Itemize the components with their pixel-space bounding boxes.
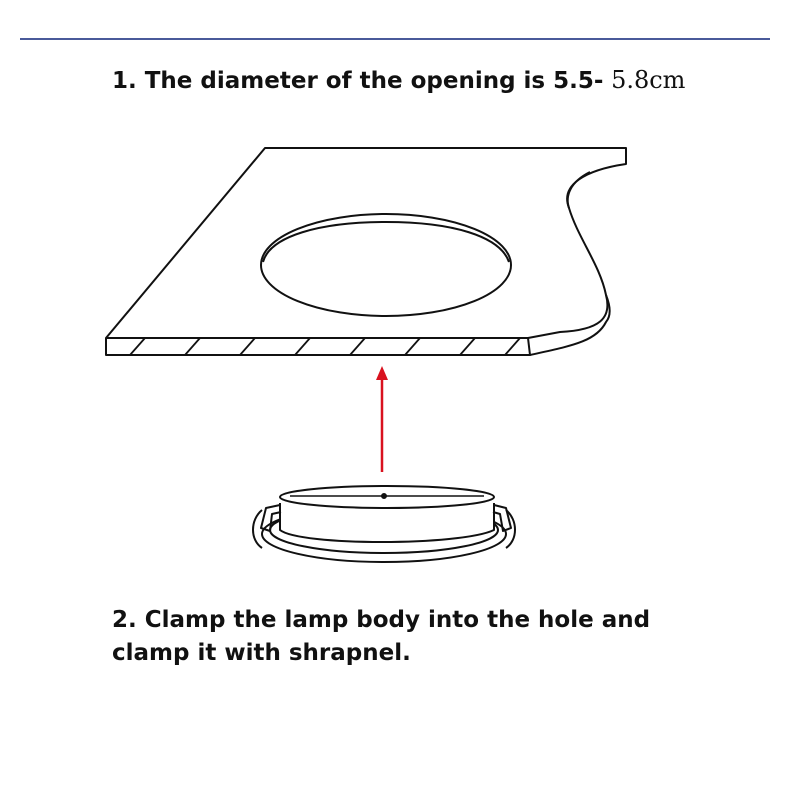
step-2-caption: 2. Clamp the lamp body into the hole and…: [112, 604, 712, 670]
top-divider-line: [20, 38, 770, 40]
step-2-line-2: clamp it with shrapnel.: [112, 640, 411, 666]
lamp-housing-top: [279, 485, 495, 509]
step-2-line-1: 2. Clamp the lamp body into the hole and: [112, 607, 651, 633]
panel-front-edge: [105, 337, 531, 356]
ceiling-panel: [105, 147, 627, 356]
lamp-spring-clip-left: [260, 504, 282, 532]
panel-right-curve-edge: [529, 294, 611, 356]
step-1-text: 1. The diameter of the opening is 5.5-: [112, 68, 604, 94]
panel-edge-hatching: [129, 337, 521, 356]
panel-right-edge: [566, 148, 627, 209]
step-1-measurement: 5.8cm: [603, 66, 686, 94]
panel-opening-hole: [260, 213, 512, 317]
step-1-caption: 1. The diameter of the opening is 5.5- 5…: [112, 64, 685, 98]
insert-direction-arrow: [376, 366, 388, 472]
lamp-housing: [279, 503, 495, 543]
lamp-spring-clip-right: [492, 504, 512, 532]
lamp-body: [252, 485, 516, 563]
panel-opening-inner-rim: [262, 221, 510, 263]
